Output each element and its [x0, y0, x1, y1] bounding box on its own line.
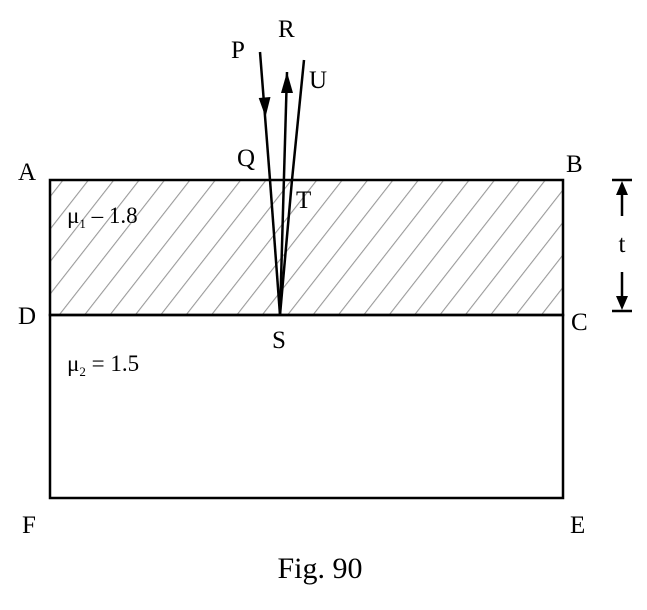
mu2-symbol: μ: [67, 351, 79, 376]
label-point-t: T: [296, 187, 311, 214]
label-point-q: Q: [237, 145, 255, 172]
mu1-symbol: μ: [67, 203, 79, 228]
ray-sr: [278, 71, 289, 316]
label-point-s: S: [272, 327, 286, 354]
mu1-subscript: 1: [79, 216, 86, 231]
ray-qs: [268, 179, 282, 316]
mu2-value: = 1.5: [86, 351, 139, 376]
figure-caption: Fig. 90: [277, 552, 362, 585]
thickness-label: t: [619, 231, 626, 258]
upper-medium-slab: [50, 180, 563, 315]
mu2-subscript: 2: [79, 364, 86, 379]
ray-tu: [290, 59, 306, 181]
arrow-down-icon: [616, 296, 628, 310]
mu1-label: μ1 – 1.8: [67, 203, 138, 231]
arrow-up-icon: [281, 72, 293, 93]
ray-st: [278, 179, 294, 316]
mu2-label: μ2 = 1.5: [67, 351, 139, 379]
arrow-up-icon: [616, 181, 628, 195]
label-point-p: P: [231, 37, 245, 64]
label-point-r: R: [278, 16, 295, 43]
label-point-c: C: [571, 309, 588, 336]
label-point-b: B: [566, 151, 583, 178]
lower-medium-box: [48, 313, 565, 500]
label-point-u: U: [309, 67, 327, 94]
ray-pq: [258, 51, 272, 181]
mu1-value: – 1.8: [86, 203, 138, 228]
label-point-f: F: [22, 512, 36, 539]
label-point-a: A: [18, 159, 36, 186]
label-point-e: E: [570, 512, 585, 539]
arrow-down-icon: [258, 97, 271, 117]
label-point-d: D: [18, 303, 36, 330]
